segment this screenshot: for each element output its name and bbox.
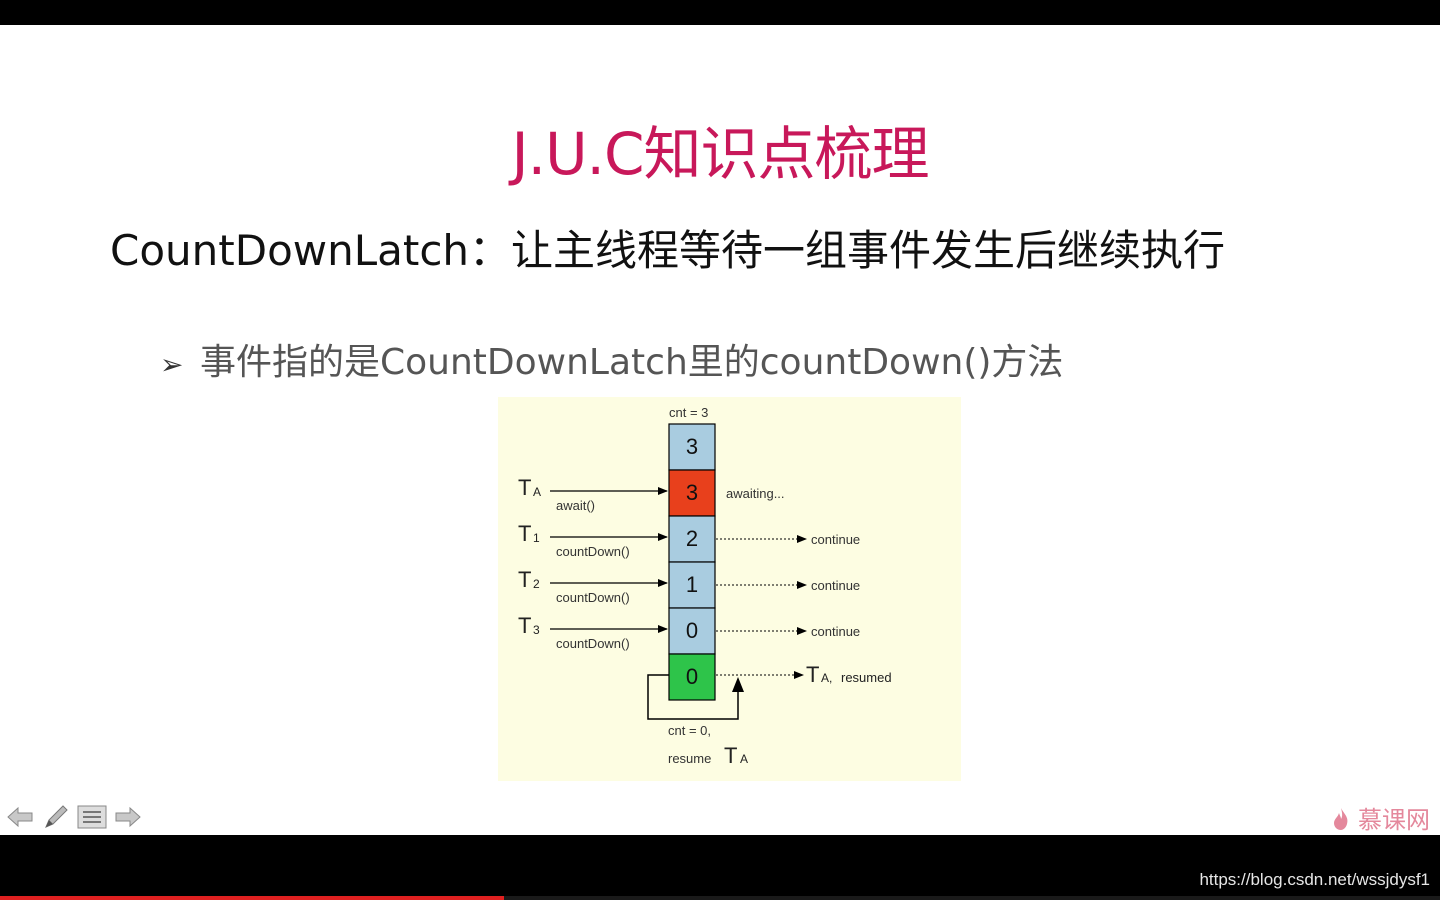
resumed-thread-name: T [806, 662, 819, 687]
imooc-logo: 慕课网 [1332, 800, 1430, 835]
bottom-resume-label: resume [668, 751, 711, 766]
next-slide-button[interactable] [112, 802, 144, 832]
thread-sub: 2 [533, 577, 540, 591]
resumed-thread-sub: A, [821, 671, 832, 685]
method-call-label: countDown() [556, 590, 630, 605]
thread-name: T [518, 567, 531, 592]
bottom-thread-sub: A [740, 752, 748, 766]
slide-nav-controls [4, 801, 144, 833]
counter-box [668, 423, 716, 471]
thread-sub: 3 [533, 623, 540, 637]
counter-box [668, 653, 716, 701]
logo-text: 慕课网 [1358, 806, 1430, 834]
bullet-arrow-icon: ➢ [160, 347, 184, 381]
bottom-thread-name: T [724, 743, 737, 768]
awaiting-label: awaiting... [726, 486, 785, 501]
counter-boxes: 3 3 2 1 0 0 [668, 423, 716, 701]
counter-value: 2 [686, 526, 698, 551]
bottom-count-label: cnt = 0, [668, 723, 711, 738]
menu-icon [77, 805, 107, 829]
arrow-left-icon [7, 806, 33, 828]
top-count-label: cnt = 3 [669, 405, 708, 420]
prev-slide-button[interactable] [4, 802, 36, 832]
bullet-text: 事件指的是CountDownLatch里的countDown()方法 [200, 342, 1064, 383]
right-labels: awaiting... continue continue continue [716, 486, 860, 639]
loop-path [647, 674, 739, 720]
counter-value: 3 [686, 434, 698, 459]
watermark-url: https://blog.csdn.net/wssjdysf1 [1199, 870, 1430, 889]
method-call-label: countDown() [556, 544, 630, 559]
continue-label: continue [811, 578, 860, 593]
counter-value: 0 [686, 618, 698, 643]
top-black-bar [0, 0, 1440, 25]
arrow-right-icon [115, 806, 141, 828]
thread-sub: 1 [533, 531, 540, 545]
continue-label: continue [811, 624, 860, 639]
bottom-black-bar [0, 835, 1440, 900]
thread-name: T [518, 613, 531, 638]
video-progress-bar[interactable] [0, 896, 1440, 900]
thread-sub: A [533, 485, 541, 499]
resumed-label: resumed [841, 670, 892, 685]
method-call-label: await() [556, 498, 595, 513]
continue-label: continue [811, 532, 860, 547]
video-progress-fill [0, 896, 504, 900]
loop-arrowhead [732, 677, 744, 692]
slide: J.U.C知识点梳理 CountDownLatch：让主线程等待一组事件发生后继… [0, 25, 1440, 835]
slide-subtitle: CountDownLatch：让主线程等待一组事件发生后继续执行 [110, 226, 1226, 275]
counter-box [668, 561, 716, 609]
slide-menu-button[interactable] [76, 802, 108, 832]
counter-value: 1 [686, 572, 698, 597]
counter-value: 3 [686, 480, 698, 505]
thread-name: T [518, 521, 531, 546]
slide-title: J.U.C知识点梳理 [511, 120, 930, 188]
method-call-label: countDown() [556, 636, 630, 651]
thread-name: T [518, 475, 531, 500]
pen-tool-button[interactable] [40, 802, 72, 832]
pen-icon [45, 805, 68, 828]
flame-icon [1334, 808, 1348, 830]
counter-box [668, 469, 716, 517]
bullet-point: ➢ 事件指的是CountDownLatch里的countDown()方法 [160, 333, 1063, 385]
counter-value: 0 [686, 664, 698, 689]
